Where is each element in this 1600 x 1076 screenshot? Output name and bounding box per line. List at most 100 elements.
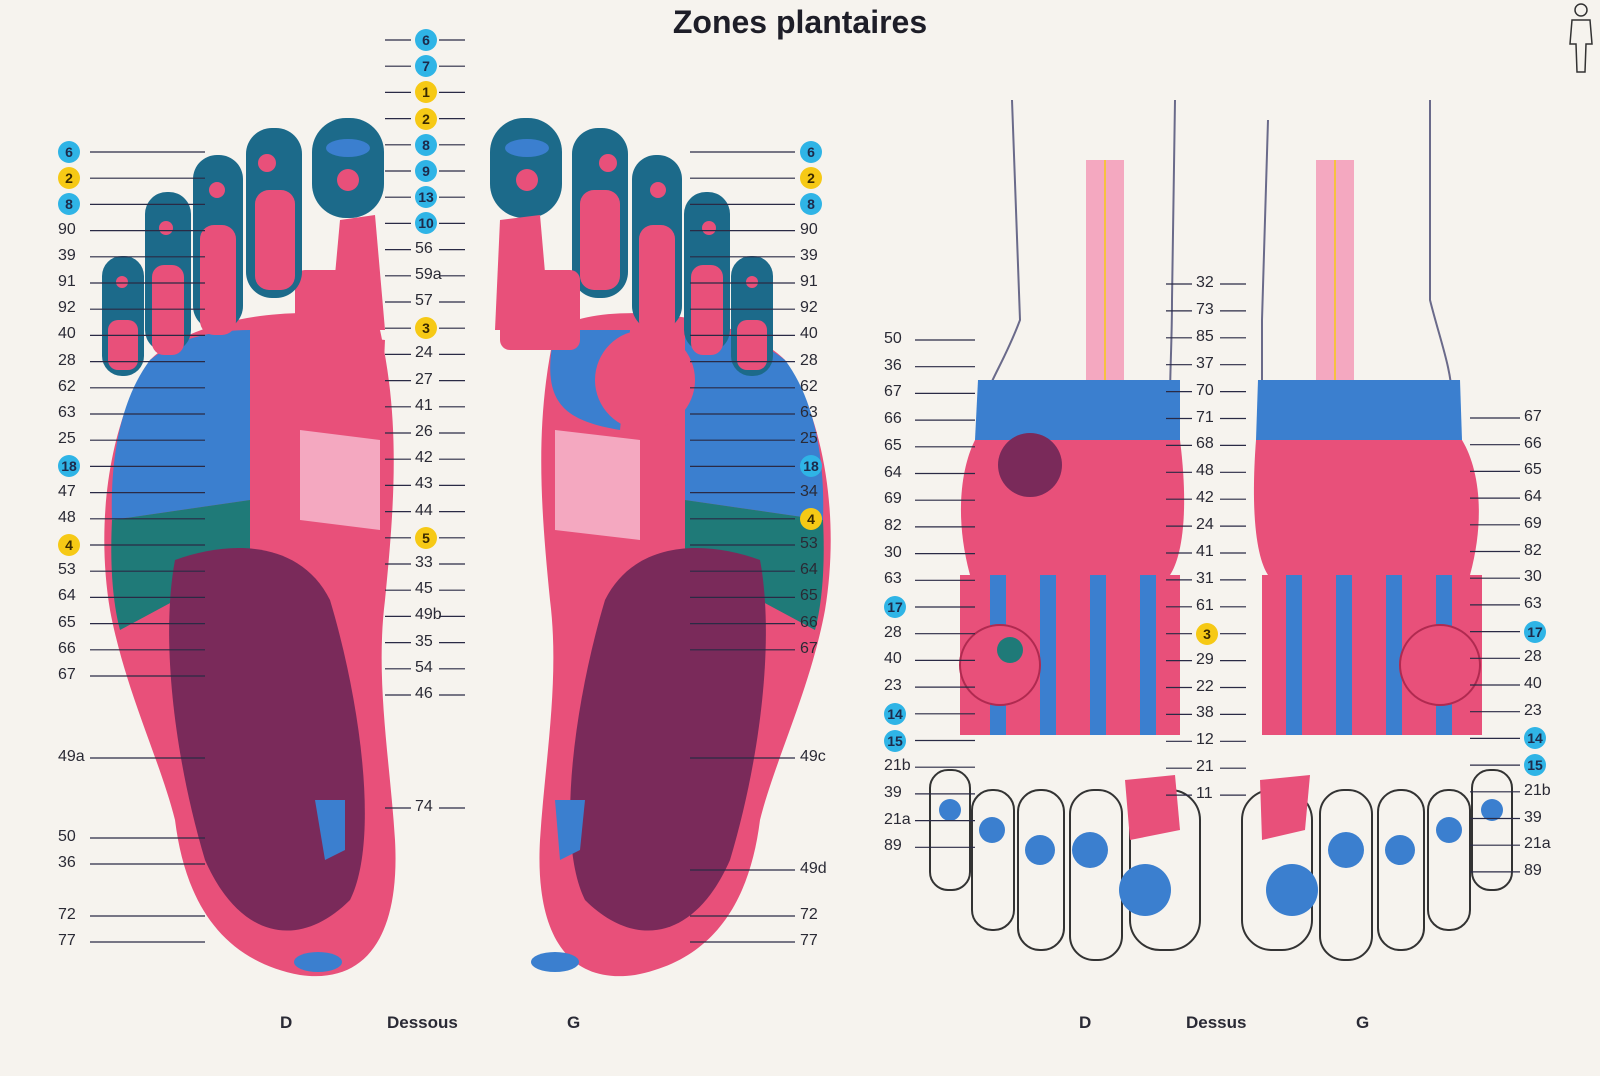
zone-label-46: 46 xyxy=(415,685,433,702)
zone-label-49b: 49b xyxy=(415,606,442,624)
zone-label-36: 36 xyxy=(58,854,76,871)
zone-label-64: 64 xyxy=(800,561,818,579)
zone-label-21b: 21b xyxy=(884,757,911,775)
zone-label-14: 14 xyxy=(1524,727,1546,750)
caption-right-d: D xyxy=(1079,1013,1092,1032)
zone-label-64: 64 xyxy=(1524,488,1542,506)
zone-label-69: 69 xyxy=(884,490,902,508)
zone-label-53: 53 xyxy=(800,535,818,552)
zone-label-54: 54 xyxy=(415,658,433,676)
zone-label-39: 39 xyxy=(1524,808,1542,826)
zone-label-50: 50 xyxy=(58,828,76,845)
zone-label-6: 6 xyxy=(800,141,822,163)
zone-label-70: 70 xyxy=(1196,381,1214,399)
zone-label-82: 82 xyxy=(1524,541,1542,559)
zone-label-28: 28 xyxy=(1524,648,1542,666)
dorsum-left-foot xyxy=(929,99,1201,961)
zone-label-40: 40 xyxy=(800,325,818,343)
zone-label-8: 8 xyxy=(800,193,822,216)
zone-label-64: 64 xyxy=(884,463,902,481)
zone-label-6: 6 xyxy=(415,29,437,51)
zone-label-44: 44 xyxy=(415,501,433,519)
zone-label-49d: 49d xyxy=(800,860,827,877)
zone-label-28: 28 xyxy=(800,351,818,369)
zone-label-64: 64 xyxy=(58,587,76,605)
zone-label-48: 48 xyxy=(58,508,76,526)
zone-label-4: 4 xyxy=(800,507,822,530)
zone-label-36: 36 xyxy=(884,356,902,374)
zone-label-40: 40 xyxy=(1524,675,1542,692)
caption-dessous: Dessous xyxy=(387,1013,458,1032)
zone-label-65: 65 xyxy=(800,587,818,605)
zone-label-59a: 59a xyxy=(415,265,442,283)
zone-label-29: 29 xyxy=(1196,650,1214,668)
zone-label-63: 63 xyxy=(1524,594,1542,612)
zone-label-66: 66 xyxy=(800,613,818,631)
zone-label-13: 13 xyxy=(415,186,437,209)
zone-label-22: 22 xyxy=(1196,677,1214,695)
zone-label-77: 77 xyxy=(58,932,76,949)
zone-label-72: 72 xyxy=(58,906,76,923)
zone-label-3: 3 xyxy=(415,317,437,340)
zone-label-18: 18 xyxy=(58,455,80,478)
zone-label-66: 66 xyxy=(58,639,76,657)
zone-label-21: 21 xyxy=(1196,758,1214,776)
zone-label-38: 38 xyxy=(1196,704,1214,722)
zone-label-71: 71 xyxy=(1196,408,1214,426)
zone-label-23: 23 xyxy=(1524,701,1542,719)
zone-label-85: 85 xyxy=(1196,327,1214,345)
zone-label-33: 33 xyxy=(415,554,433,571)
zone-label-37: 37 xyxy=(1196,354,1214,372)
dorsum-right-foot xyxy=(1241,100,1513,961)
zone-label-56: 56 xyxy=(415,239,433,257)
zone-label-73: 73 xyxy=(1196,300,1214,318)
zone-label-12: 12 xyxy=(1196,731,1214,749)
zone-label-32: 32 xyxy=(1196,274,1214,291)
zone-label-2: 2 xyxy=(58,167,80,190)
caption-left-d: D xyxy=(280,1013,293,1032)
zone-label-45: 45 xyxy=(415,580,433,598)
zone-label-53: 53 xyxy=(58,561,76,579)
zone-label-9: 9 xyxy=(415,160,437,182)
zone-label-62: 62 xyxy=(58,377,76,395)
zone-label-69: 69 xyxy=(1524,514,1542,532)
zone-label-2: 2 xyxy=(800,167,822,190)
zone-label-21a: 21a xyxy=(1524,835,1551,853)
zone-label-39: 39 xyxy=(58,246,76,264)
zone-label-34: 34 xyxy=(800,482,818,500)
zone-label-25: 25 xyxy=(58,430,76,448)
zone-label-67: 67 xyxy=(58,666,76,683)
zone-label-67: 67 xyxy=(1524,408,1542,425)
zone-label-15: 15 xyxy=(884,729,906,752)
zone-label-89: 89 xyxy=(1524,861,1542,879)
zone-label-15: 15 xyxy=(1524,754,1546,777)
zone-label-10: 10 xyxy=(415,212,437,235)
zone-label-30: 30 xyxy=(1524,568,1542,586)
zone-label-92: 92 xyxy=(58,299,76,317)
zone-label-40: 40 xyxy=(58,325,76,343)
zone-label-4: 4 xyxy=(58,534,80,556)
zone-label-65: 65 xyxy=(884,436,902,454)
zone-label-17: 17 xyxy=(884,596,906,618)
zone-label-42: 42 xyxy=(1196,489,1214,507)
zone-label-8: 8 xyxy=(58,193,80,216)
zone-label-49c: 49c xyxy=(800,748,826,765)
zone-label-63: 63 xyxy=(800,404,818,421)
zone-label-1: 1 xyxy=(415,81,437,104)
zone-label-21a: 21a xyxy=(884,810,911,828)
zone-label-92: 92 xyxy=(800,299,818,317)
zone-label-3: 3 xyxy=(1196,622,1218,645)
zone-label-43: 43 xyxy=(415,475,433,493)
zone-label-30: 30 xyxy=(884,543,902,561)
zone-label-47: 47 xyxy=(58,482,76,500)
zone-label-2: 2 xyxy=(415,107,437,130)
zone-label-62: 62 xyxy=(800,377,818,395)
zone-label-66: 66 xyxy=(1524,434,1542,452)
zone-label-28: 28 xyxy=(58,351,76,369)
zone-label-90: 90 xyxy=(800,220,818,238)
zone-label-14: 14 xyxy=(884,702,906,725)
zone-label-77: 77 xyxy=(800,932,818,949)
caption-right-g: G xyxy=(1356,1013,1370,1032)
zone-label-31: 31 xyxy=(1196,569,1214,587)
